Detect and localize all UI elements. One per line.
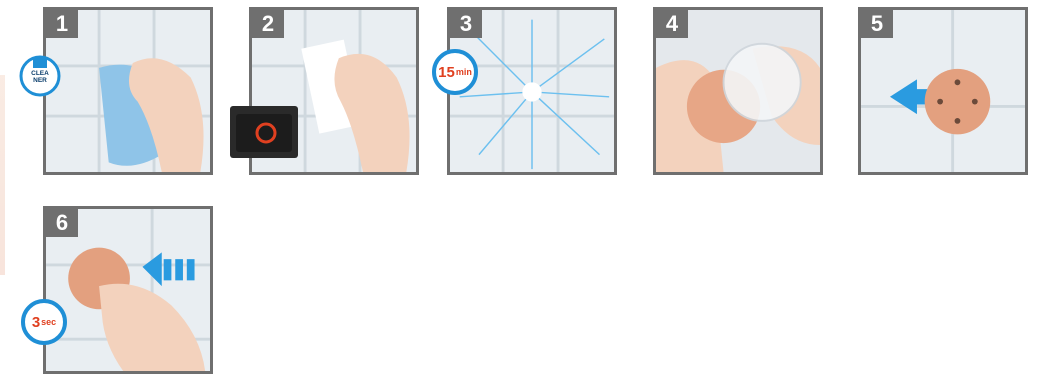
step-number: 3 bbox=[450, 10, 482, 38]
step-4-panel: 4 bbox=[653, 7, 823, 175]
step-number: 1 bbox=[46, 10, 78, 38]
step-number: 6 bbox=[46, 209, 78, 237]
cleaner-label: CLEA NER bbox=[19, 70, 61, 84]
step-6-panel: 6 bbox=[43, 206, 213, 374]
step-5-panel: 5 bbox=[858, 7, 1028, 175]
cleaning-wipe-icon bbox=[230, 106, 298, 158]
step-1-panel: 1 bbox=[43, 7, 213, 175]
step-number: 2 bbox=[252, 10, 284, 38]
step-number: 5 bbox=[861, 10, 893, 38]
step-number: 4 bbox=[656, 10, 688, 38]
side-decoration bbox=[0, 75, 5, 275]
cleaner-spray-icon: CLEA NER bbox=[19, 50, 61, 98]
